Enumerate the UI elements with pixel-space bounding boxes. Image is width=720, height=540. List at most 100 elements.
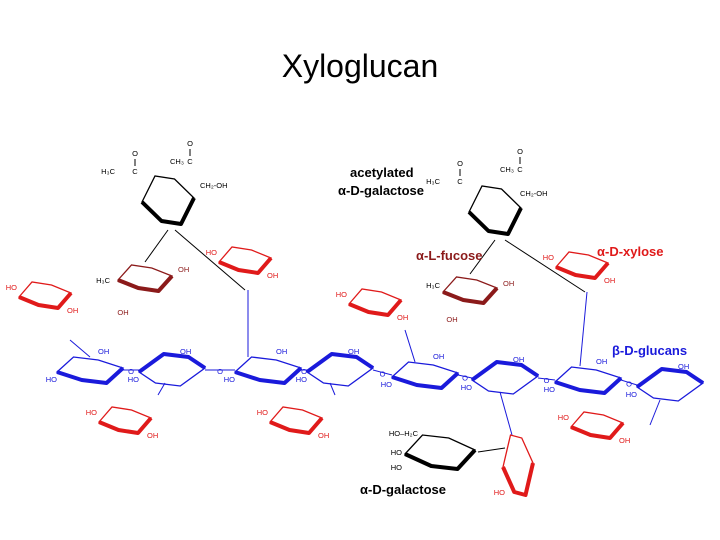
linkage-oxygen-label: O xyxy=(462,374,468,383)
fucose-methyl-label: H₃C xyxy=(426,281,440,290)
galactose-ch2oh-label: HO–H₂C xyxy=(389,429,419,438)
glucan-linkage-7 xyxy=(620,379,638,386)
xylose-ring-4 xyxy=(268,406,324,435)
fucose-oh-label: OH xyxy=(446,315,457,324)
glucan-ho-label: HO xyxy=(381,380,392,389)
label-xylose: α-D-xylose xyxy=(597,244,664,259)
glucan-oh-label: OH xyxy=(180,347,191,356)
fucose-ring-2 xyxy=(441,276,499,305)
xylose-oh-label: OH xyxy=(619,436,630,445)
galactose-xylose-bond xyxy=(477,447,506,453)
fucose-methyl-label: H₃C xyxy=(96,276,110,285)
label-acetylated-galactose: α-D-galactose xyxy=(338,183,424,198)
xylose-ho-label: HO xyxy=(206,248,217,257)
xylose-glucan-bond xyxy=(649,399,661,426)
glucan-ho-label: HO xyxy=(461,383,472,392)
glucan-ho-label: HO xyxy=(544,385,555,394)
glucan-ho-label: HO xyxy=(296,375,307,384)
glucan-ring-4 xyxy=(305,352,375,387)
acetyl-carbon-label: C xyxy=(187,157,193,166)
xylose-oh-label: OH xyxy=(604,276,615,285)
glucan-ho-label: HO xyxy=(224,375,235,384)
glucan-linkage-6 xyxy=(537,377,556,381)
xylose-ho-label: HO xyxy=(336,290,347,299)
glucan-oh-label: OH xyxy=(596,357,607,366)
fucose-oh-label: OH xyxy=(117,308,128,317)
glucan-ring-2 xyxy=(137,352,207,387)
fucose-oh-label: OH xyxy=(178,265,189,274)
glucan-oh-label: OH xyxy=(433,352,444,361)
xylose-ho-label: HO xyxy=(86,408,97,417)
xylose-ring-6 xyxy=(569,411,625,440)
acetyl-methyl-label: CH₃ xyxy=(500,165,514,174)
galactose-ring-bottom xyxy=(403,434,477,471)
acetyl-oxygen-label: O xyxy=(517,147,523,156)
glucan-ring-7 xyxy=(553,366,623,395)
glucan-ho-label: HO xyxy=(46,375,57,384)
acetyl-galactose-ring-1 xyxy=(140,175,196,226)
xylose-oh-label: OH xyxy=(67,306,78,315)
xylose-ho-label: HO xyxy=(494,488,505,497)
fucose-oh-label: OH xyxy=(503,279,514,288)
acetyl-methyl-label: CH₃ xyxy=(170,157,184,166)
linkage-oxygen-label: O xyxy=(380,370,386,379)
xylose-ho-label: HO xyxy=(558,413,569,422)
acetyl-methyl-label: H₃C xyxy=(101,167,115,176)
acetyl-carbon-label: C xyxy=(457,177,463,186)
ch2oh-label: CH₂-OH xyxy=(200,181,228,190)
xylose-glucan-bond xyxy=(157,382,166,396)
label-acetylated: acetylated xyxy=(350,165,414,180)
acetyl-carbon-label: C xyxy=(132,167,138,176)
xylose-ring-1 xyxy=(17,281,73,310)
xylose-ring-7 xyxy=(554,251,610,280)
xylose-oh-label: OH xyxy=(147,431,158,440)
acetyl-carbon-label: C xyxy=(517,165,523,174)
xylose-oh-label: OH xyxy=(318,431,329,440)
glucan-oh-label: OH xyxy=(276,347,287,356)
xylose-ring-2 xyxy=(97,406,153,435)
glucan-ho-label: HO xyxy=(626,390,637,399)
galactose-xylose-bond xyxy=(504,239,586,293)
glucan-linkage-4 xyxy=(372,369,393,376)
glucan-oh-label: OH xyxy=(513,355,524,364)
acetyl-oxygen-label: O xyxy=(132,149,138,158)
xylose-glucan-bond xyxy=(579,291,588,367)
acetyl-methyl-label: H₃C xyxy=(426,177,440,186)
xylose-glucan-bond xyxy=(499,391,513,436)
galactose-ho-label: HO xyxy=(391,463,402,472)
xylose-ring-3 xyxy=(217,246,273,275)
acetyl-oxygen-label: O xyxy=(457,159,463,168)
xylose-ho-label: HO xyxy=(6,283,17,292)
linkage-oxygen-label: O xyxy=(301,367,307,376)
xylose-glucan-bond xyxy=(329,382,336,396)
ch2oh-label: CH₂-OH xyxy=(520,189,548,198)
sugar-rings xyxy=(17,175,705,497)
galactose-fucose-bond xyxy=(469,239,496,275)
xylose-oh-label: OH xyxy=(397,313,408,322)
fucose-ring-1 xyxy=(116,264,174,293)
linkage-oxygen-label: O xyxy=(217,367,223,376)
xylose-glucan-bond xyxy=(69,339,91,358)
xylose-oh-label: OH xyxy=(267,271,278,280)
page-title: Xyloglucan xyxy=(281,48,439,84)
xylose-ring-8 xyxy=(501,434,535,497)
galactose-ho-label: HO xyxy=(391,448,402,457)
glucan-ring-6 xyxy=(470,360,540,395)
label-galactose: α-D-galactose xyxy=(360,482,446,497)
glucan-ring-5 xyxy=(390,361,460,390)
glycosidic-bonds xyxy=(69,149,661,453)
xylose-glucan-bond xyxy=(404,329,416,363)
glucan-ho-label: HO xyxy=(128,375,139,384)
glucan-oh-label: OH xyxy=(678,362,689,371)
linkage-oxygen-label: O xyxy=(626,380,632,389)
xylose-ring-5 xyxy=(347,288,403,317)
linkage-oxygen-label: O xyxy=(128,367,134,376)
glucan-ring-1 xyxy=(55,356,125,385)
acetyl-oxygen-label: O xyxy=(187,139,193,148)
acetyl-galactose-ring-2 xyxy=(467,185,523,236)
xylose-ho-label: HO xyxy=(257,408,268,417)
glucan-ring-8 xyxy=(635,367,705,402)
glucan-oh-label: OH xyxy=(348,347,359,356)
label-fucose: α-L-fucose xyxy=(416,248,483,263)
